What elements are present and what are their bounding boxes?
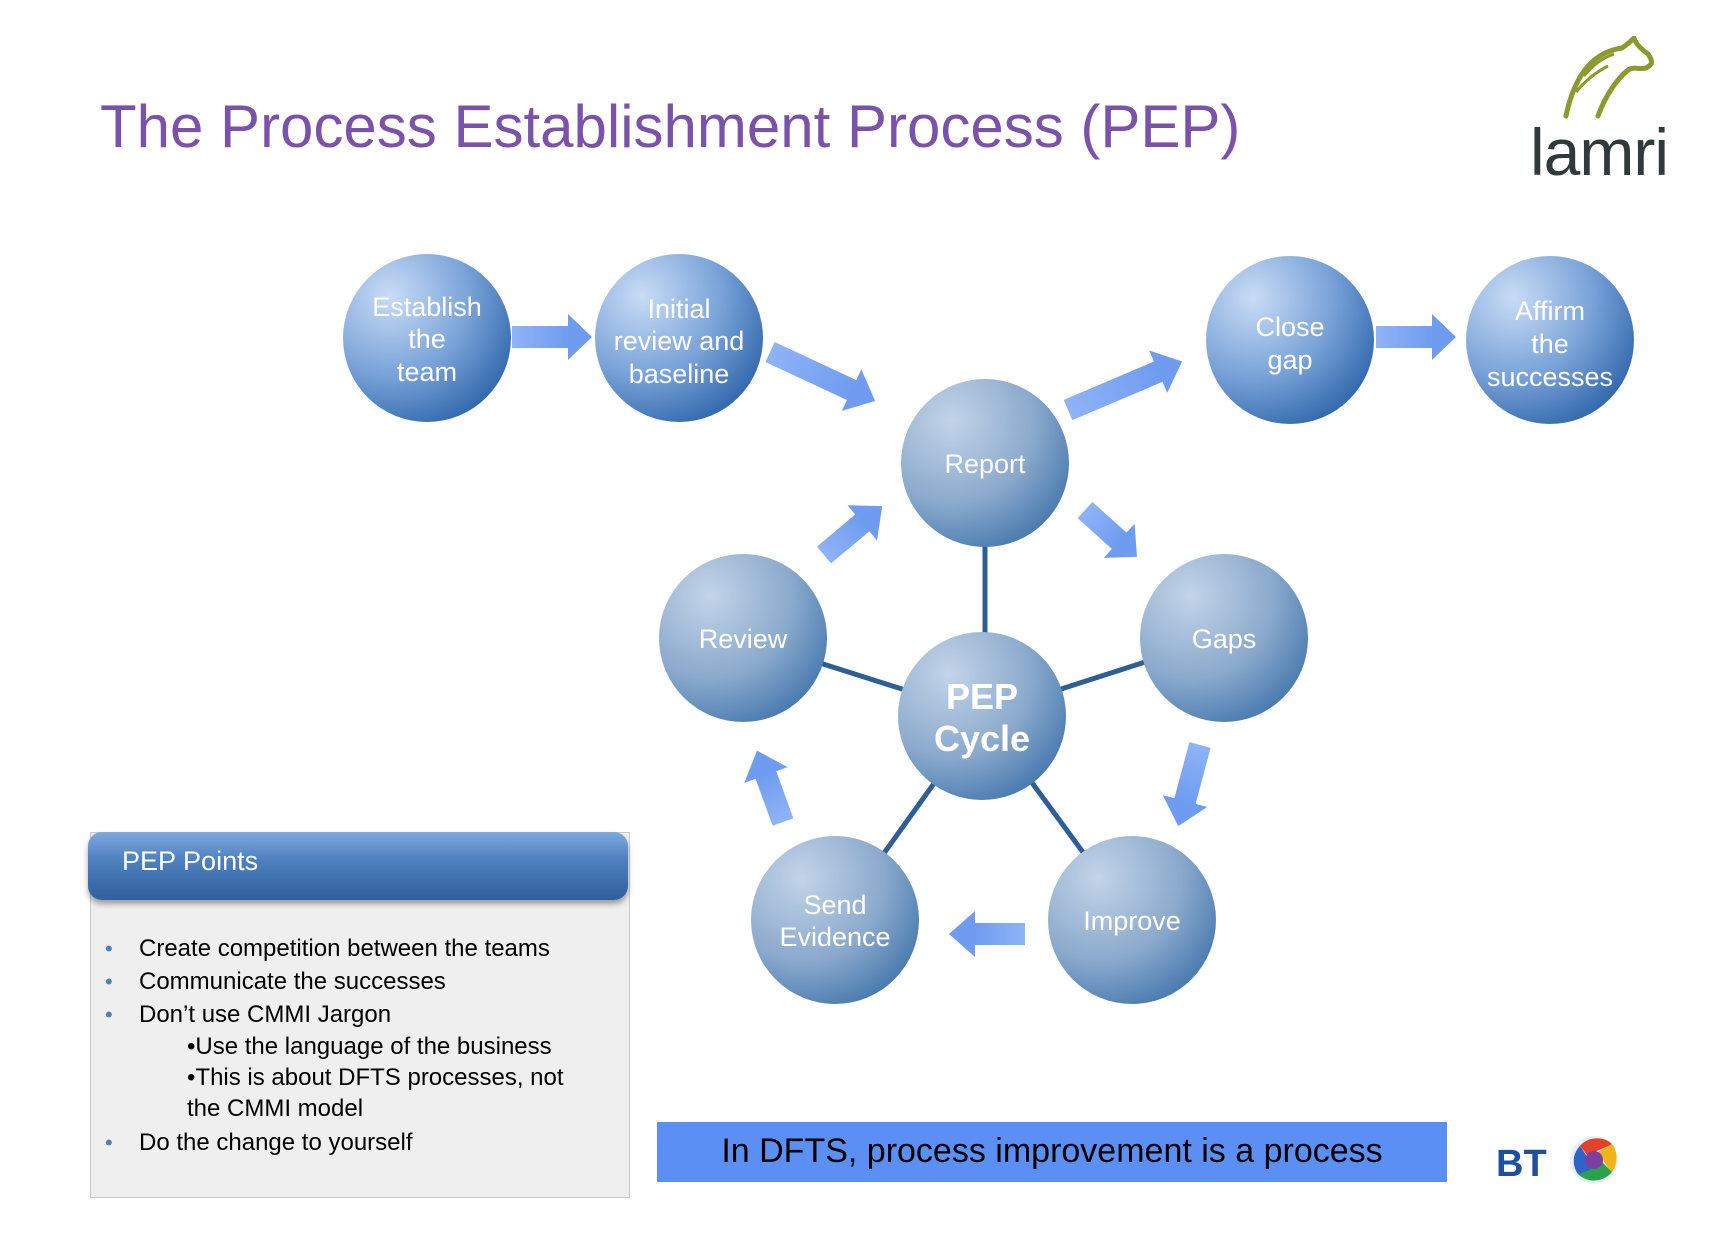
- point-text: Don’t use CMMI Jargon: [139, 1001, 392, 1028]
- node-gaps: Gaps: [1140, 554, 1308, 722]
- node-label-line: baseline: [629, 359, 730, 389]
- lamri-logo: lamri: [1520, 36, 1680, 189]
- bullet-icon: •: [105, 936, 113, 961]
- sub-points: •Use the language of the business •This …: [187, 1031, 707, 1124]
- bt-globe-icon: BT: [1496, 1136, 1618, 1185]
- node-label-line: Close: [1255, 312, 1324, 342]
- node-label-line: the: [408, 324, 446, 354]
- arrow-report-to-close-gap: [1063, 350, 1183, 421]
- pep-points-header: PEP Points: [88, 832, 628, 900]
- pep-points-list: • Create competition between the teams •…: [105, 932, 625, 1159]
- bullet-icon: •: [105, 1002, 113, 1027]
- banner-text: In DFTS, process improvement is a proces…: [721, 1132, 1383, 1170]
- pep-points-title: PEP Points: [122, 846, 259, 876]
- bt-logo: BT: [1494, 1126, 1634, 1196]
- node-label-line: Send: [803, 890, 866, 920]
- spoke-review: [819, 660, 906, 693]
- list-item: • Communicate the successes: [105, 965, 625, 998]
- node-label-line: Evidence: [779, 922, 890, 952]
- node-label-line: successes: [1487, 362, 1613, 392]
- point-text: Create competition between the teams: [139, 935, 550, 962]
- sub-point-text: the CMMI model: [187, 1095, 364, 1122]
- node-initial-review: Initial review and baseline: [595, 254, 763, 422]
- list-item: • Do the change to yourself: [105, 1126, 625, 1159]
- arrow-establish-to-initial: [512, 314, 592, 360]
- node-label-line: Review: [699, 624, 788, 654]
- cycle-spokes: [819, 540, 1146, 858]
- node-send-evidence: Send Evidence: [751, 836, 919, 1004]
- arrow-gaps-to-improve: [1162, 742, 1211, 827]
- node-label-line: PEP: [946, 676, 1018, 717]
- node-label-line: review and: [614, 326, 745, 356]
- node-label-line: gap: [1267, 345, 1312, 375]
- node-review: Review: [659, 554, 827, 722]
- node-label-line: the: [1531, 329, 1569, 359]
- bullet-icon: •: [105, 969, 113, 994]
- arrow-initial-to-report: [765, 342, 876, 411]
- arrow-close-gap-to-affirm: [1376, 314, 1456, 360]
- summary-banner: In DFTS, process improvement is a proces…: [657, 1122, 1447, 1182]
- node-close-gap: Close gap: [1206, 256, 1374, 424]
- page-title: The Process Establishment Process (PEP): [100, 93, 1241, 160]
- spoke-improve: [1027, 778, 1088, 857]
- bt-wordmark: BT: [1496, 1143, 1547, 1185]
- arrow-review-to-report: [816, 505, 883, 564]
- node-affirm-the-successes: Affirm the successes: [1466, 256, 1634, 424]
- list-item: • Create competition between the teams: [105, 932, 625, 965]
- node-label-line: team: [397, 357, 457, 387]
- node-label-line: Cycle: [934, 718, 1030, 759]
- arrow-improve-to-send-evidence: [949, 911, 1025, 957]
- node-label-line: Affirm: [1515, 296, 1585, 326]
- lamri-wordmark: lamri: [1530, 115, 1669, 189]
- sub-point-text: •Use the language of the business: [187, 1033, 552, 1060]
- bullet-icon: •: [105, 1130, 113, 1155]
- spoke-send-evidence: [879, 780, 938, 858]
- spoke-gaps: [1057, 659, 1146, 693]
- node-label-line: Report: [944, 449, 1026, 479]
- node-label-line: Establish: [372, 292, 482, 322]
- node-label-line: Improve: [1083, 906, 1181, 936]
- node-report: Report: [901, 379, 1069, 547]
- arrow-send-evidence-to-review: [744, 750, 794, 826]
- sub-point-text: •This is about DFTS processes, not: [187, 1064, 564, 1091]
- node-pep-cycle: PEP Cycle: [898, 632, 1066, 800]
- node-establish-the-team: Establish the team: [343, 254, 511, 422]
- point-text: Do the change to yourself: [139, 1129, 413, 1156]
- list-item: • Don’t use CMMI Jargon: [105, 998, 625, 1031]
- arrow-report-to-gaps: [1077, 501, 1138, 558]
- node-label-line: Gaps: [1192, 624, 1257, 654]
- node-label-line: Initial: [647, 294, 710, 324]
- point-text: Communicate the successes: [139, 968, 446, 995]
- node-improve: Improve: [1048, 836, 1216, 1004]
- horse-head-icon: [1563, 36, 1654, 119]
